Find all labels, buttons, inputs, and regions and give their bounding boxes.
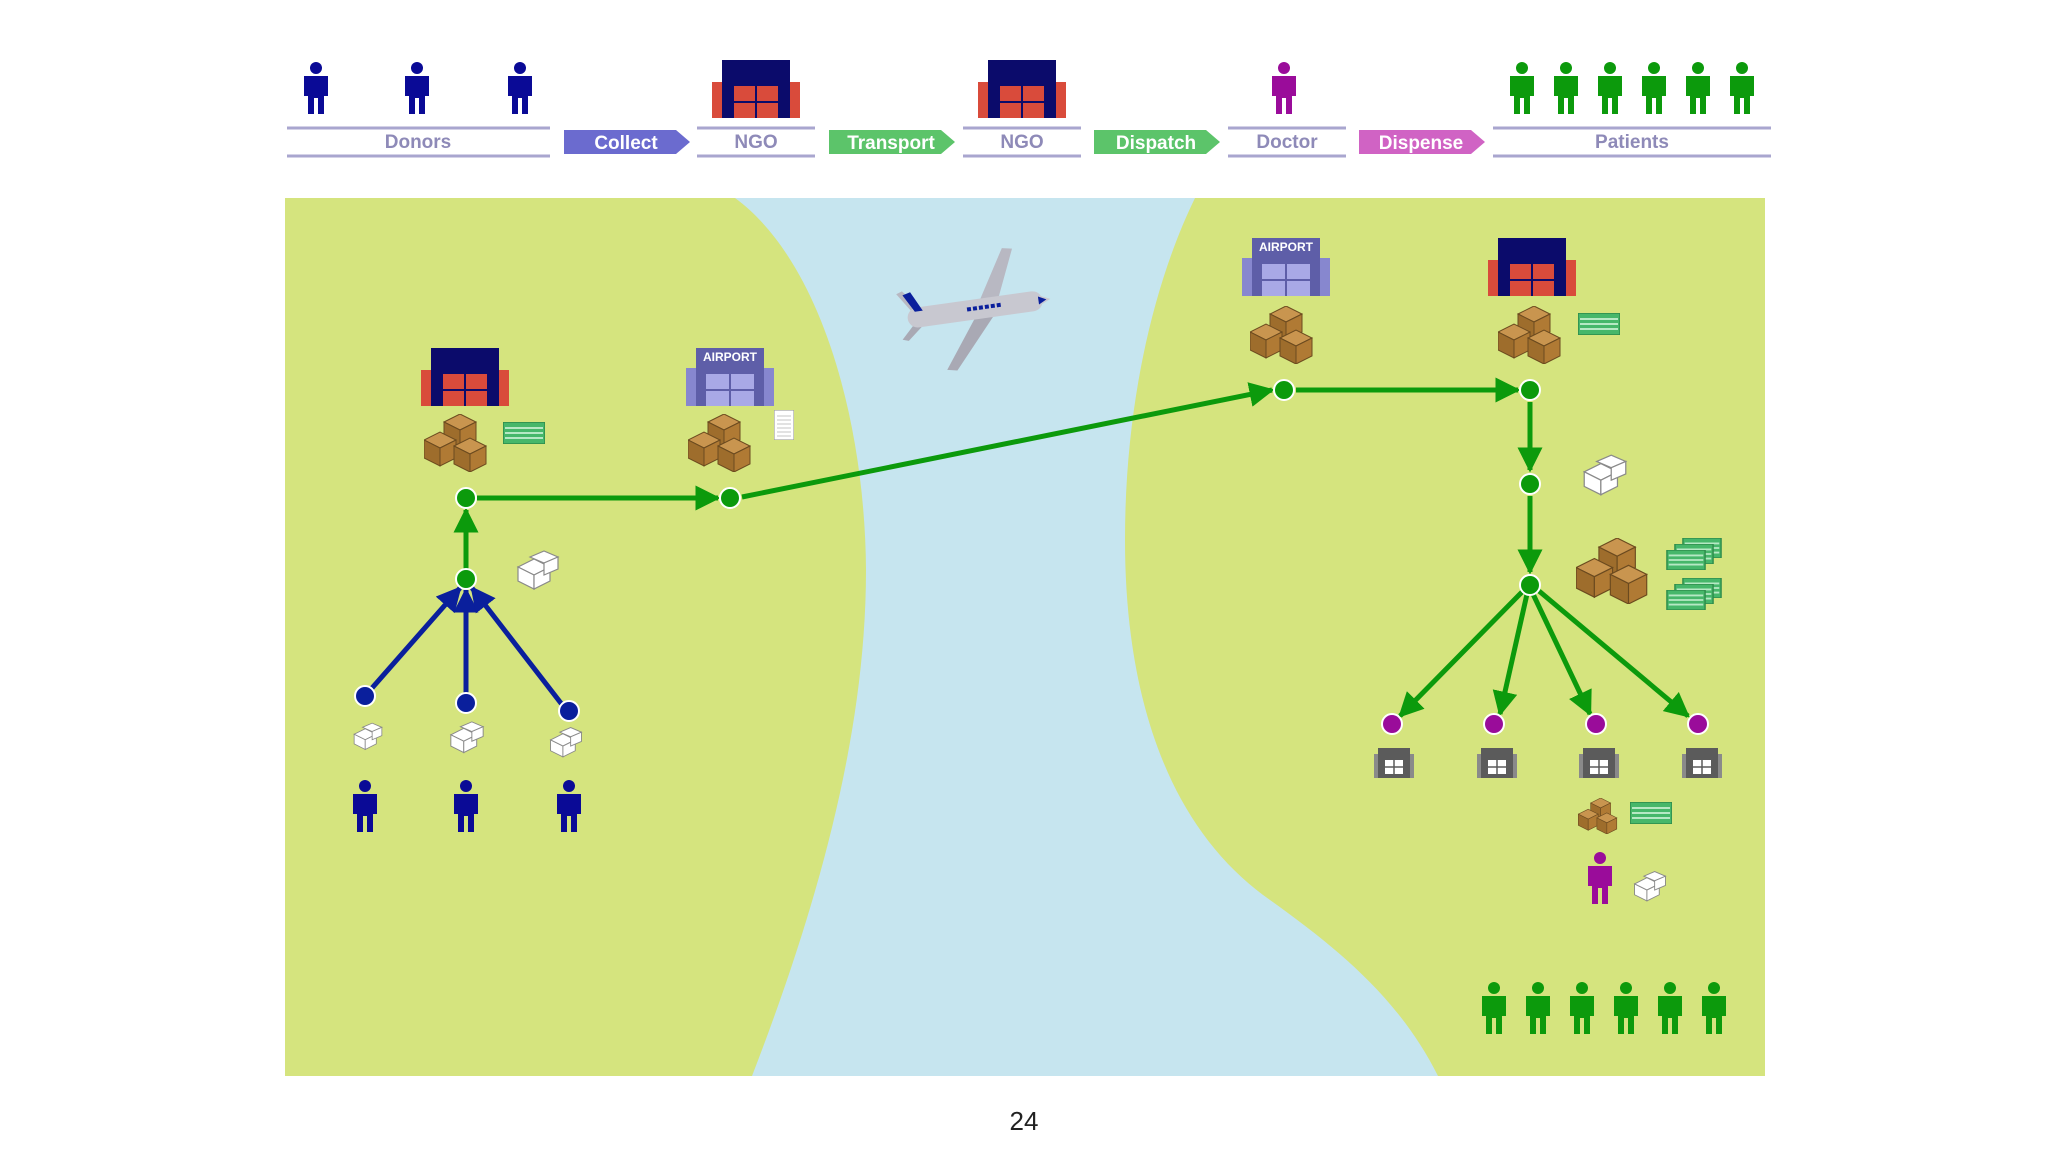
airport-origin-node	[719, 487, 741, 509]
map-panel: AIRPORT	[285, 198, 1765, 1076]
cash-icon	[1666, 590, 1706, 610]
person-icon	[1598, 62, 1622, 114]
person-icon	[1730, 62, 1754, 114]
header-donor-icons	[304, 62, 532, 114]
doctor-node	[1381, 713, 1403, 735]
document-icon	[774, 410, 794, 440]
step-label-dispatch: Dispatch	[1116, 133, 1196, 154]
stage-label-donors: Donors	[385, 132, 452, 153]
person-icon	[508, 62, 532, 114]
cash-icon	[1578, 313, 1620, 335]
ngo-origin-node	[455, 487, 477, 509]
dispatch-nodes	[1273, 379, 1709, 735]
person-icon	[304, 62, 328, 114]
doctor-node	[1687, 713, 1709, 735]
collection-node	[455, 568, 477, 590]
dispatch-node	[1519, 473, 1541, 495]
clinic-icon	[1477, 748, 1517, 778]
stage-header: Donors NGO NGO Doctor Patients Collect T…	[287, 60, 1771, 158]
clinic-icon	[1579, 748, 1619, 778]
donor-node	[354, 685, 376, 707]
doctor-node	[1483, 713, 1505, 735]
stage-label-ngo-destination: NGO	[1000, 132, 1043, 153]
doctor-node	[1585, 713, 1607, 735]
airport-destination-node	[1273, 379, 1295, 401]
warehouse-icon	[712, 60, 800, 118]
step-label-collect: Collect	[594, 133, 658, 154]
stage-label-ngo-origin: NGO	[734, 132, 777, 153]
page-number: 24	[1010, 1106, 1039, 1136]
person-icon	[1642, 62, 1666, 114]
warehouse-icon	[421, 348, 509, 406]
warehouse-icon	[978, 60, 1066, 118]
distribution-node	[1519, 574, 1541, 596]
dispense-step-arrow	[1359, 130, 1485, 154]
warehouse-icon	[1488, 238, 1576, 296]
person-icon	[1686, 62, 1710, 114]
airport-right: AIRPORT	[1242, 238, 1330, 296]
flow-arrow	[741, 382, 1275, 500]
cash-icon	[1630, 802, 1672, 824]
cash-icon	[503, 422, 545, 444]
person-icon	[1510, 62, 1534, 114]
flow-arrow	[1492, 593, 1530, 717]
flow-arrow	[470, 586, 569, 713]
land-left	[285, 198, 866, 1076]
person-icon	[405, 62, 429, 114]
airport-right-label: AIRPORT	[1259, 240, 1314, 254]
stage-label-doctor: Doctor	[1256, 132, 1318, 153]
collect-nodes	[354, 487, 741, 722]
donor-node	[558, 700, 580, 722]
dispatch-step-arrow	[1094, 130, 1220, 154]
collect-step-arrow	[564, 130, 690, 154]
collect-flows	[363, 586, 569, 713]
person-icon	[1272, 62, 1296, 114]
flow-arrow	[1537, 589, 1690, 718]
donor-node	[455, 692, 477, 714]
header-patient-icons	[1510, 62, 1754, 114]
flow-arrow	[1398, 590, 1524, 718]
clinic-icon	[1682, 748, 1722, 778]
airport-left: AIRPORT	[686, 348, 774, 406]
airplane-icon	[896, 248, 1051, 371]
clinic-icon	[1374, 748, 1414, 778]
step-label-dispense: Dispense	[1379, 133, 1463, 154]
transport-step-arrow	[829, 130, 955, 154]
step-label-transport: Transport	[847, 133, 935, 154]
ngo-destination-node	[1519, 379, 1541, 401]
airport-left-label: AIRPORT	[703, 350, 758, 364]
flow-arrow	[1530, 592, 1593, 717]
flow-arrow	[363, 586, 462, 698]
stage-label-patients: Patients	[1595, 132, 1669, 153]
cash-icon	[1666, 550, 1706, 570]
person-icon	[1554, 62, 1578, 114]
